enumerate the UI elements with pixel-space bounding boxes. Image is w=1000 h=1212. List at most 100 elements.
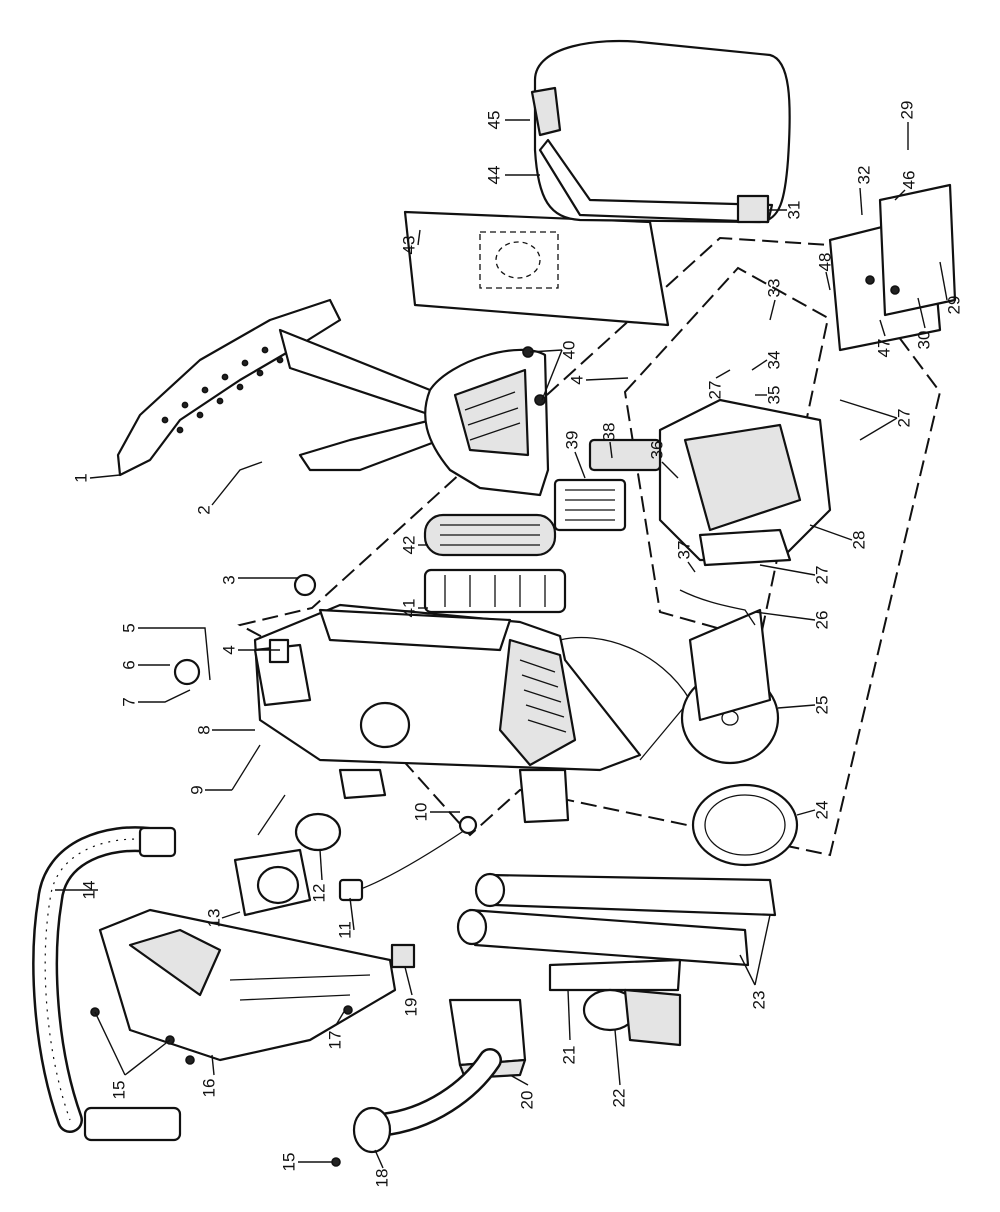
leader-line-p36 <box>661 461 679 479</box>
part-number-p22: 22 <box>609 1089 628 1108</box>
leader-line-p37 <box>687 561 696 573</box>
nozzle-housing <box>658 398 832 567</box>
mount-plate <box>98 908 397 1062</box>
leader-line-p29b <box>939 261 948 301</box>
leader-lines <box>55 119 948 1169</box>
part-number-p18: 18 <box>372 1169 391 1188</box>
part-number-p24: 24 <box>812 801 831 820</box>
leader-line-p23 <box>739 954 756 986</box>
assembly-outline-nozzle <box>623 266 830 642</box>
part-number-p23: 23 <box>749 991 768 1010</box>
leader-line-p18 <box>374 1149 384 1169</box>
leader-line-p48 <box>825 271 831 291</box>
part-number-p32: 32 <box>854 166 873 185</box>
leader-line-p13 <box>221 911 241 919</box>
part-number-p20: 20 <box>517 1091 536 1110</box>
part-number-p16: 16 <box>199 1079 218 1098</box>
leader-line-p34 <box>751 359 768 371</box>
part-number-p4a: 4 <box>219 645 238 654</box>
part-number-p40: 40 <box>559 341 578 360</box>
leader-line-p11 <box>349 897 355 931</box>
rear-plate <box>828 183 957 352</box>
motor-assembly <box>680 608 799 867</box>
part-number-p41: 41 <box>399 599 418 618</box>
part-number-p28: 28 <box>849 531 868 550</box>
leader-line-p33 <box>769 299 776 321</box>
part-number-p35: 35 <box>764 386 783 405</box>
leader-line-p40 <box>529 349 563 353</box>
part-number-p5: 5 <box>119 623 138 632</box>
leader-line-p25 <box>777 704 816 709</box>
leader-line-p5 <box>138 627 211 681</box>
hardware-screws <box>90 573 353 1167</box>
leader-line-p27b <box>839 399 898 419</box>
part-number-p36: 36 <box>647 441 666 460</box>
part-number-p37: 37 <box>674 541 693 560</box>
leader-line-p27b-b <box>859 417 898 441</box>
part-number-p19: 19 <box>401 998 420 1017</box>
power-cord <box>338 815 478 902</box>
part-number-p17: 17 <box>325 1031 344 1050</box>
leader-line-p12 <box>319 849 323 881</box>
part-number-p2: 2 <box>194 505 213 514</box>
agitator-brush <box>423 513 557 557</box>
crevice-tool <box>548 958 682 992</box>
leader-line-p4b <box>585 377 629 381</box>
leader-line-p32 <box>859 187 863 216</box>
part-number-p48: 48 <box>815 253 834 272</box>
leader-line-p21 <box>567 989 571 1041</box>
part-number-p8: 8 <box>194 725 213 734</box>
part-number-p12: 12 <box>309 884 328 903</box>
part-number-p45: 45 <box>484 111 503 130</box>
leader-line-p46 <box>894 189 906 201</box>
part-number-p31: 31 <box>784 201 803 220</box>
part-number-p11: 11 <box>335 921 354 939</box>
part-number-p15a: 15 <box>109 1081 128 1100</box>
leader-line-p27a <box>715 369 731 379</box>
part-number-p7: 7 <box>119 697 138 706</box>
part-number-p3: 3 <box>219 575 238 584</box>
part-number-p10: 10 <box>411 803 430 822</box>
wire-harness <box>679 589 756 626</box>
secondary-filter <box>553 478 627 532</box>
part-number-p42: 42 <box>399 536 418 555</box>
leader-line-p15a <box>94 1011 126 1076</box>
base-housing <box>253 603 691 824</box>
part-number-p9: 9 <box>187 785 206 794</box>
leader-line-p27c <box>759 564 816 576</box>
leader-line-p23-b <box>754 914 771 986</box>
hose-end <box>352 1048 502 1154</box>
leader-line-p40-b <box>541 349 563 401</box>
part-callouts: 1234456789101112131415151617181920212223… <box>71 101 963 1188</box>
part-number-p21: 21 <box>559 1046 578 1065</box>
dust-bag <box>403 210 670 327</box>
leader-line-p20 <box>509 1074 529 1086</box>
part-number-p38: 38 <box>599 423 618 442</box>
part-number-p15b: 15 <box>279 1153 298 1172</box>
flexible-hose <box>32 826 182 1142</box>
leader-line-p26 <box>754 611 816 621</box>
foam-filter <box>588 438 662 472</box>
part-number-p29b: 29 <box>944 296 963 315</box>
leader-line-p39 <box>574 451 586 479</box>
leader-line-p15a-b <box>124 1039 171 1076</box>
part-number-p25: 25 <box>812 696 831 715</box>
part-number-p27c: 27 <box>812 566 831 585</box>
leader-line-p22 <box>614 1029 621 1086</box>
leader-line-p2 <box>211 461 263 506</box>
part-number-p47: 47 <box>874 339 893 358</box>
leader-line-p38 <box>609 441 613 459</box>
dusting-brush <box>582 988 682 1047</box>
leader-line-p43 <box>417 229 421 246</box>
part-number-p27b: 27 <box>894 409 913 428</box>
part-number-p46: 46 <box>899 171 918 190</box>
part-number-p6: 6 <box>119 660 138 669</box>
part-number-p39: 39 <box>562 431 581 450</box>
part-number-p33: 33 <box>764 279 783 298</box>
leader-line-p30 <box>917 297 926 329</box>
part-number-p13: 13 <box>204 909 223 928</box>
part-number-p14: 14 <box>79 881 98 900</box>
part-number-p26: 26 <box>812 611 831 630</box>
